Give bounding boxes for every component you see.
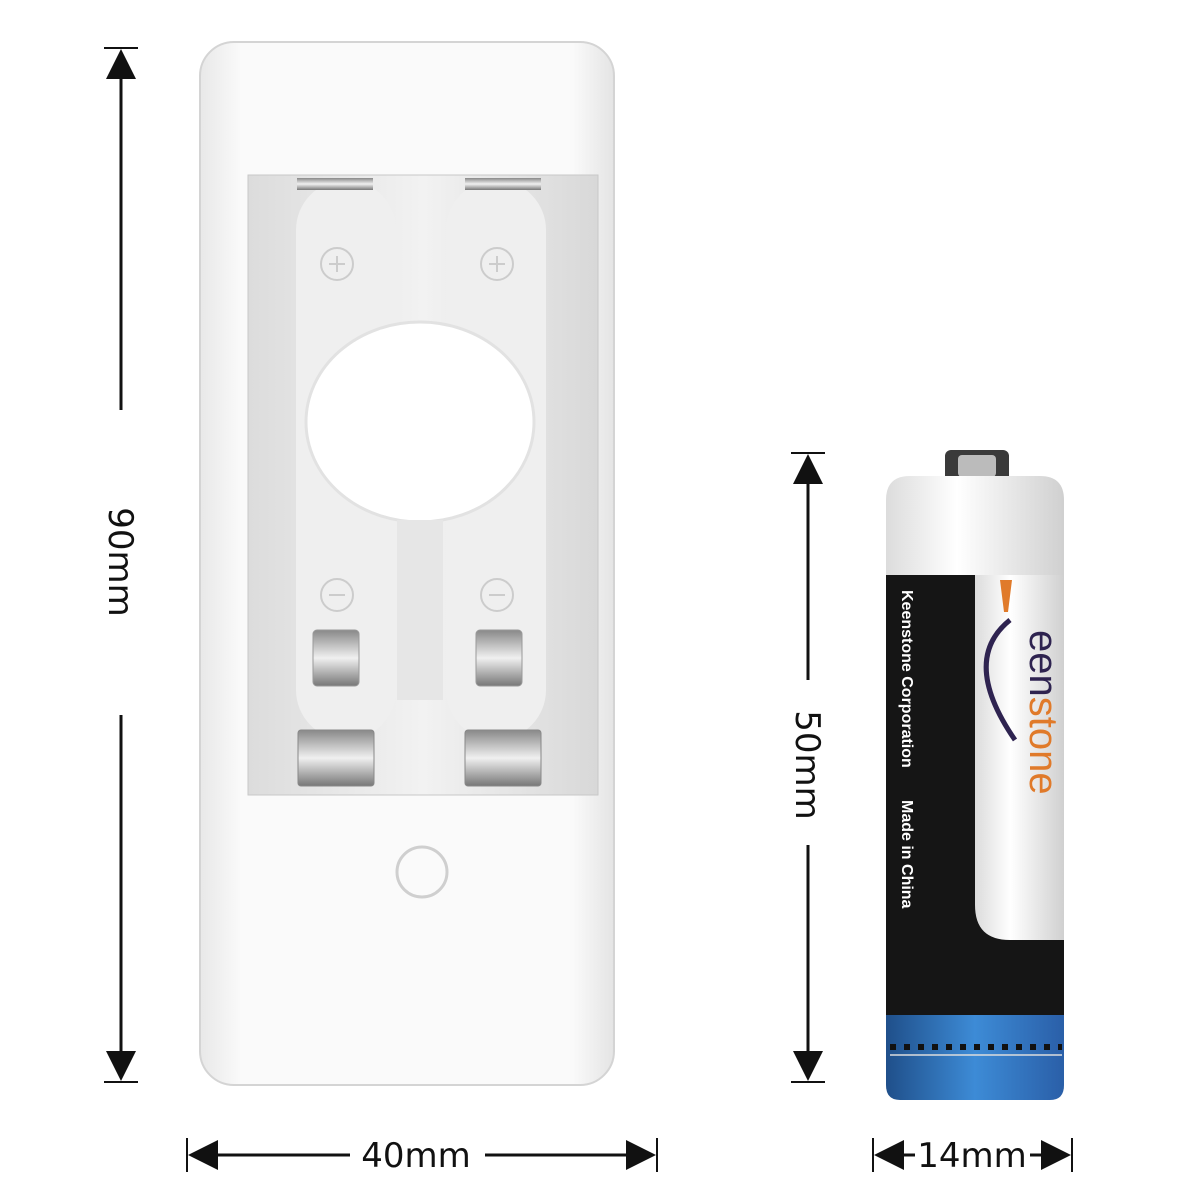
battery-width-dimension: 14mm (872, 1136, 1073, 1176)
brand-logo: eenstone (1021, 630, 1065, 795)
charger-width-label: 40mm (361, 1136, 471, 1176)
minus-icon (480, 578, 514, 612)
charger-width-dimension: 40mm (186, 1136, 658, 1176)
brand-logo-mark (1000, 580, 1012, 612)
origin-text: Made in China (898, 800, 915, 909)
minus-icon (320, 578, 354, 612)
battery-height-dimension: 50mm (787, 452, 827, 1083)
charger-button (395, 845, 449, 899)
battery-charger (199, 41, 615, 1086)
battery-width-label: 14mm (917, 1136, 1027, 1176)
corporation-text: Keenstone Corporation (898, 590, 915, 768)
plus-icon (320, 247, 354, 281)
charger-height-dimension: 90mm (100, 47, 140, 1083)
battery-height-label: 50mm (787, 710, 827, 820)
aa-battery: eenstone Keenstone Corporation Made in C… (886, 450, 1065, 1100)
plus-icon (480, 247, 514, 281)
charger-height-label: 90mm (100, 507, 140, 617)
